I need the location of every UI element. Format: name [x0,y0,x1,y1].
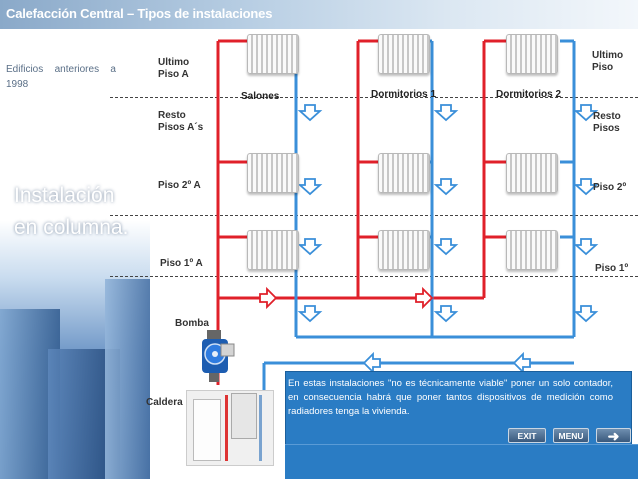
flow-arrow-icon [415,288,433,308]
label-piso-1-a: Piso 1º A [160,258,203,269]
next-arrow-icon: ➜ [607,427,620,444]
building-image [105,279,150,479]
label-bomba: Bomba [175,318,209,329]
room-label-dormitorios-1: Dormitorios 1 [371,89,437,100]
flow-arrow-icon [299,238,321,255]
radiator-icon [506,153,558,193]
flow-arrow-icon [299,104,321,121]
floor-divider [110,97,638,98]
label-resto-pisos: Resto Pisos [593,111,621,134]
boiler-unit [193,399,221,461]
radiator-icon [247,34,299,74]
flow-arrow-icon [435,104,457,121]
flow-arrow-icon [299,305,321,322]
exit-button[interactable]: EXIT [508,428,546,443]
subtitle: Edificios anteriores a 1998 [6,64,116,90]
radiator-icon [378,153,430,193]
flow-arrow-icon [435,178,457,195]
radiator-icon [506,34,558,74]
big-title: Instalación en columna. [14,180,128,244]
menu-button[interactable]: MENU [553,428,589,443]
label-resto-pisos-a: Resto Pisos A´s [158,110,204,133]
flow-arrow-icon [299,178,321,195]
label-ultimo-piso: Ultimo Piso [592,50,624,73]
title-bar: Calefacción Central – Tipos de instalaci… [0,0,638,29]
big-title-line2: en columna. [14,216,129,239]
flow-arrow-icon [363,353,381,373]
flow-arrow-icon [575,305,597,322]
floor-divider [110,276,638,277]
room-label-dormitorios-2: Dormitorios 2 [496,89,562,100]
radiator-icon [378,34,430,74]
floor-divider [110,215,638,216]
supply-pipes [212,39,506,385]
city-background [0,0,150,479]
boiler-tank [231,393,257,439]
flow-arrow-icon [575,238,597,255]
flow-arrow-icon [259,288,277,308]
label-piso-1: Piso 1º [595,263,629,274]
pump-icon [202,330,235,382]
room-label-salones: Salones [241,91,280,102]
radiator-icon [247,230,299,270]
big-title-line1: Instalación [14,184,115,207]
label-ultimo-piso-a: Ultimo Piso A [158,57,190,80]
radiator-icon [247,153,299,193]
label-caldera: Caldera [146,397,183,408]
slide-title: Calefacción Central – Tipos de instalaci… [6,6,273,21]
next-button[interactable]: ➜ [596,428,631,443]
flow-arrow-icon [435,238,457,255]
boiler-supply-pipe [225,395,228,461]
label-piso-2: Piso 2º [593,182,627,193]
boiler-icon [186,390,274,466]
flow-arrow-icon [513,353,531,373]
info-text: En estas instalaciones "no es técnicamen… [288,378,613,417]
boiler-return-pipe [259,395,262,461]
radiator-icon [506,230,558,270]
radiator-icon [378,230,430,270]
label-piso-2-a: Piso 2º A [158,180,201,191]
footer-bar [285,444,638,479]
flow-arrow-icon [435,305,457,322]
